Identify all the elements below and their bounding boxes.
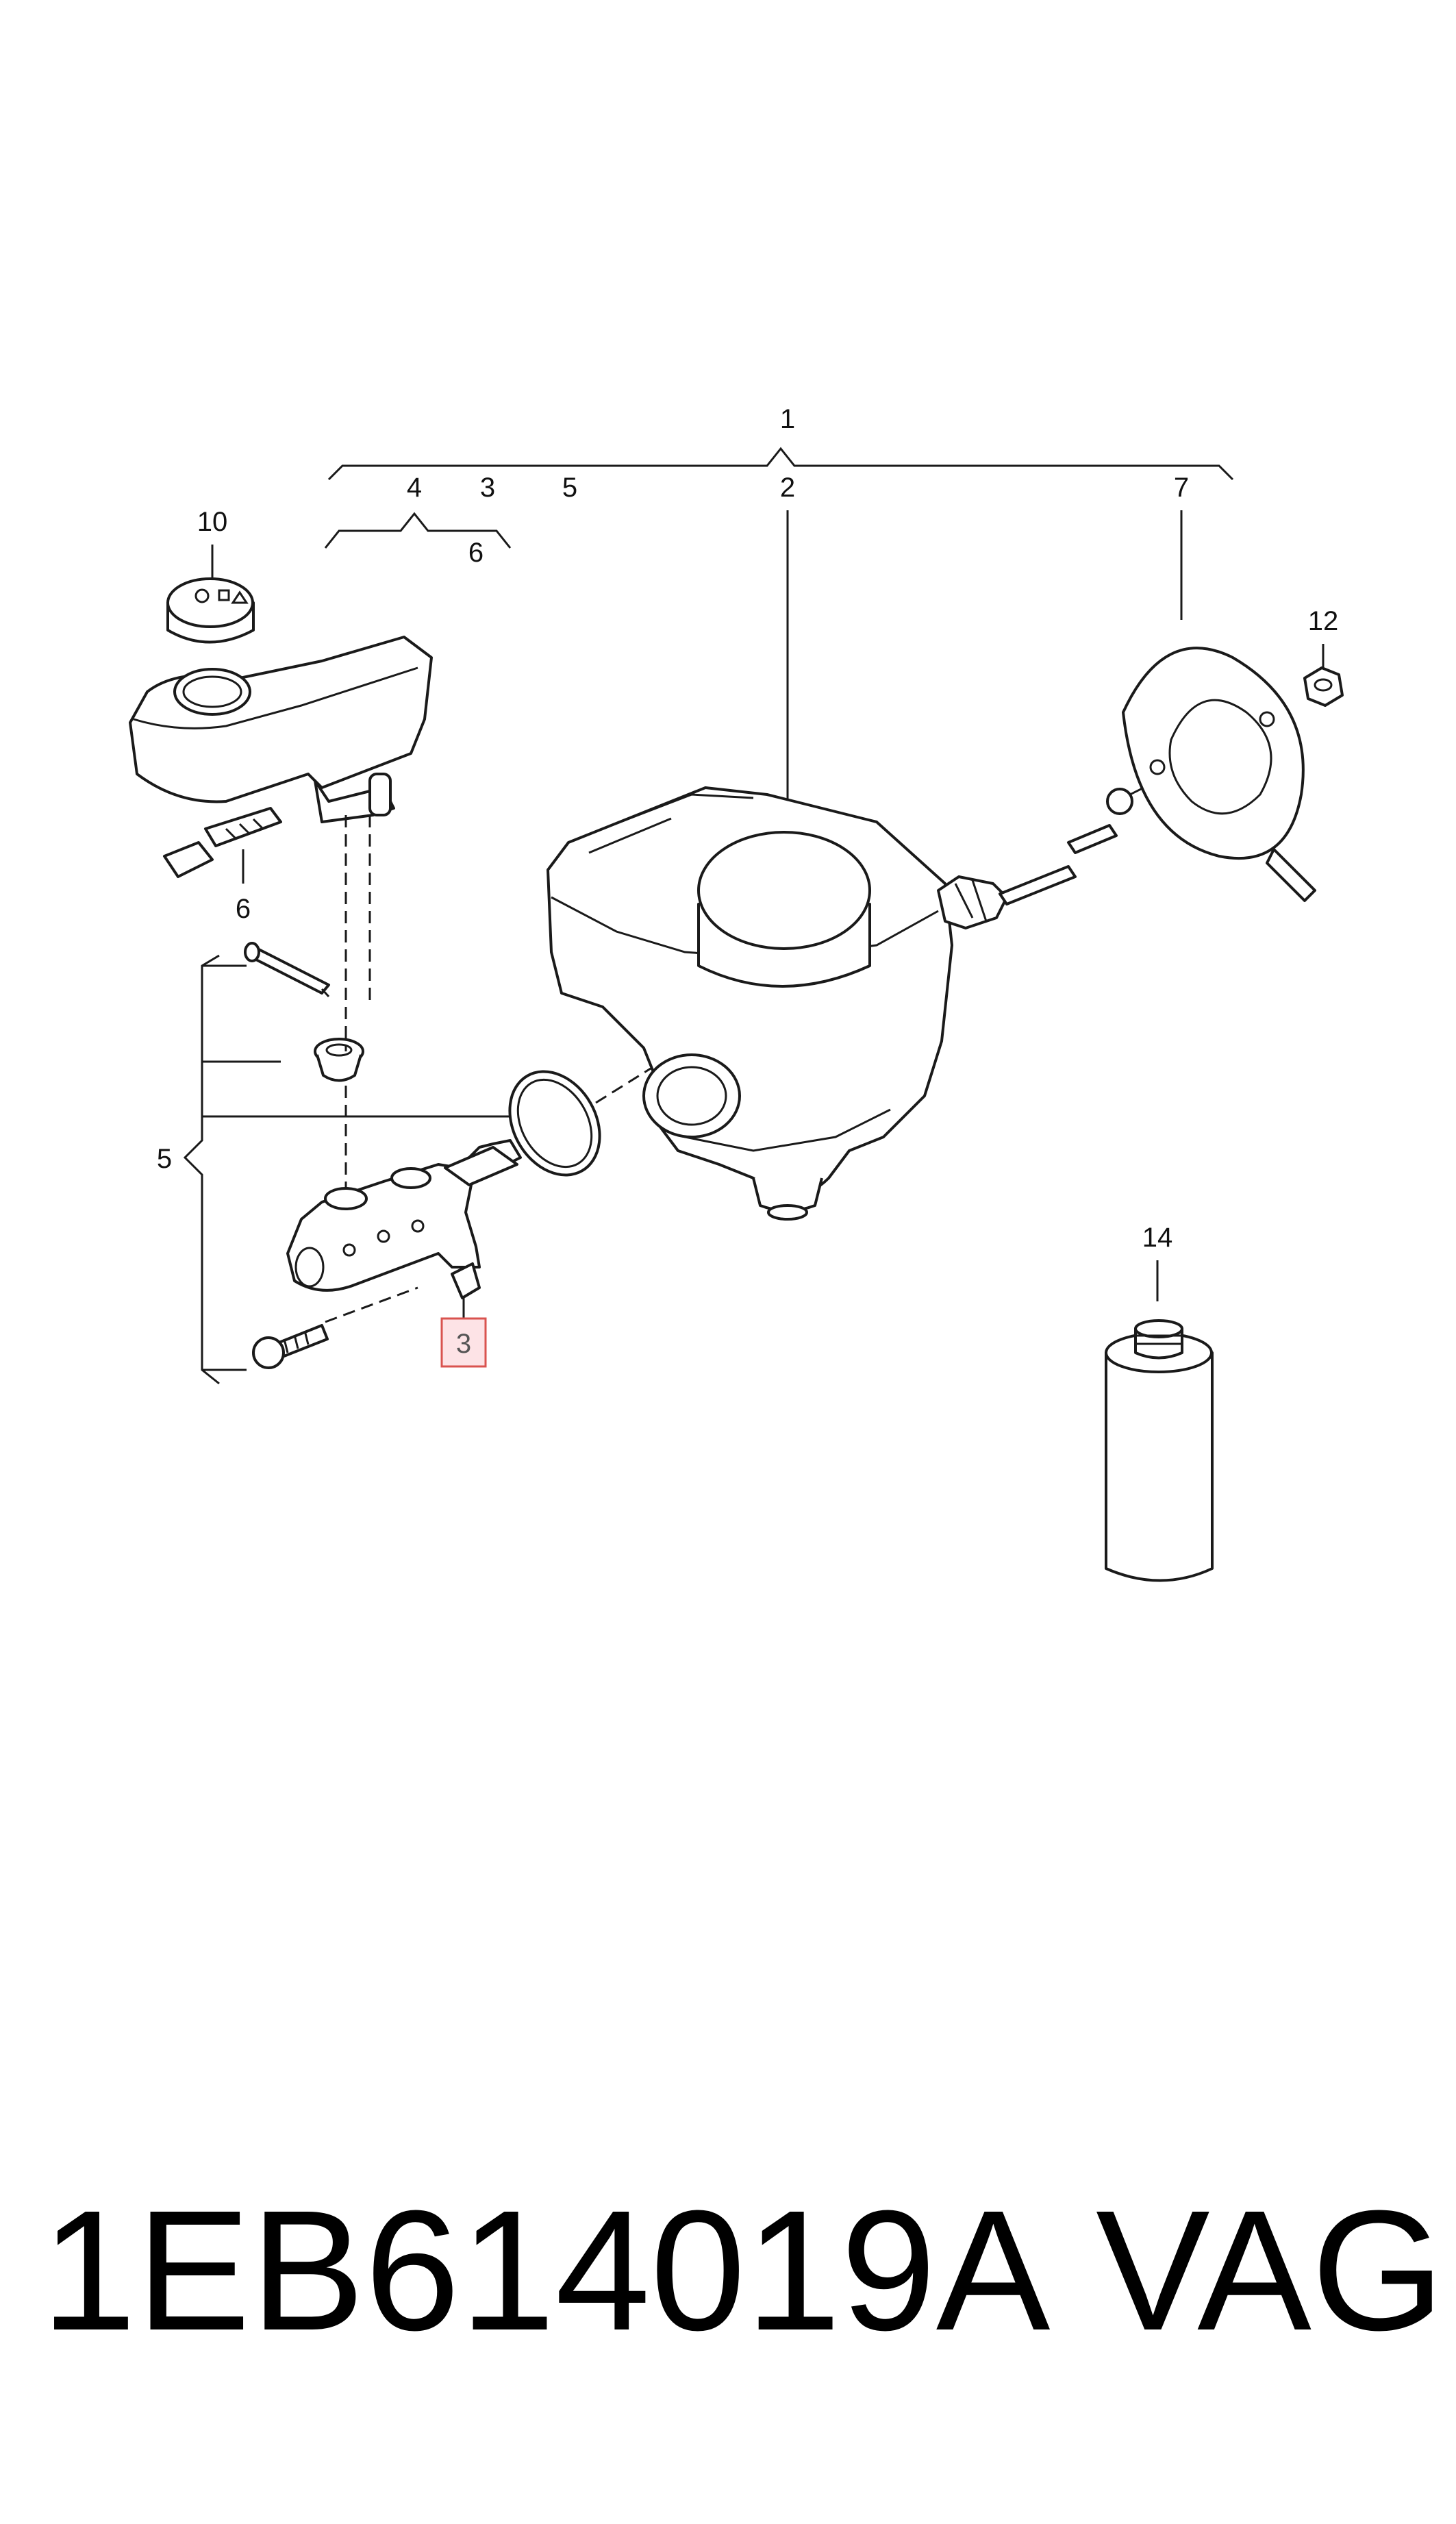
reservoir — [129, 636, 433, 823]
nut — [1303, 666, 1344, 707]
highlight-box-3 — [440, 1317, 487, 1368]
part-number-text: 1EB614019A — [41, 2175, 1051, 2366]
o-ring — [508, 1070, 601, 1177]
callout-5-top[interactable]: 5 — [562, 473, 577, 503]
bracket-1 — [327, 447, 1234, 481]
callout-1[interactable]: 1 — [780, 404, 795, 434]
bracket-4 — [324, 512, 512, 549]
pin — [244, 942, 330, 998]
callout-12[interactable]: 12 — [1308, 606, 1339, 636]
brake-booster — [547, 786, 953, 1221]
assembly-line-d — [325, 1286, 418, 1323]
brand-text: VAG — [1096, 2175, 1445, 2366]
callout-5-left[interactable]: 5 — [157, 1144, 172, 1174]
callout-3-highlight[interactable]: 3 — [456, 1329, 471, 1359]
callout-7[interactable]: 7 — [1174, 473, 1189, 503]
bracket-5 — [183, 954, 520, 1385]
grommet — [314, 1038, 364, 1082]
callout-4[interactable]: 4 — [407, 473, 422, 503]
callout-2[interactable]: 2 — [780, 473, 795, 503]
brake-fluid-bottle — [1105, 1319, 1214, 1582]
callout-6-bottom[interactable]: 6 — [236, 894, 251, 924]
callout-3-top[interactable]: 3 — [480, 473, 495, 503]
callout-6-top[interactable]: 6 — [468, 538, 484, 568]
callout-14[interactable]: 14 — [1142, 1223, 1173, 1253]
level-sensor — [163, 807, 282, 878]
master-cylinder — [286, 1139, 522, 1299]
push-rod — [937, 745, 1227, 929]
callout-10[interactable]: 10 — [197, 507, 228, 537]
gasket — [1122, 647, 1316, 902]
bolt — [252, 1324, 329, 1369]
assembly-line-e — [595, 1067, 651, 1104]
reservoir-cap — [166, 577, 255, 644]
